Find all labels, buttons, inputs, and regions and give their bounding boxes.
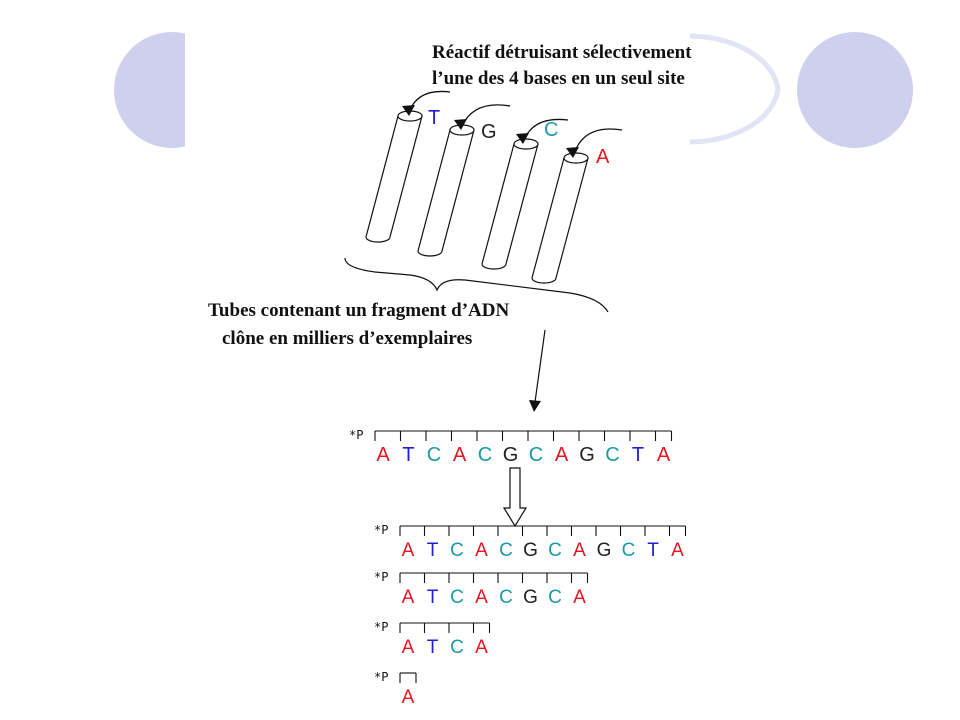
nucleotide: G xyxy=(579,444,595,466)
nucleotide: A xyxy=(573,587,586,608)
reagent-arrow xyxy=(454,104,511,130)
reagent-arrow xyxy=(566,128,623,158)
nucleotide: A xyxy=(402,687,415,708)
nucleotide: A xyxy=(376,444,390,466)
nucleotide: C xyxy=(548,587,562,608)
nucleotide: C xyxy=(499,540,513,561)
tube: C xyxy=(481,119,558,270)
nucleotide: C xyxy=(622,540,636,561)
tube-label: C xyxy=(544,119,558,141)
arrow-to-sequence xyxy=(534,329,546,403)
tube: A xyxy=(531,146,610,284)
nucleotide: A xyxy=(573,540,586,561)
reagent-arrow xyxy=(516,118,569,144)
tube: G xyxy=(417,121,497,257)
hollow-arrow xyxy=(502,467,528,528)
tubes-caption-line2: clône en milliers d’exemplaires xyxy=(222,328,472,349)
nucleotide: C xyxy=(450,587,464,608)
reagent-caption-line1: Réactif détruisant sélectivement xyxy=(432,42,692,63)
nucleotide: C xyxy=(450,637,464,658)
nucleotide: A xyxy=(657,444,671,466)
arrow-to-sequence-head xyxy=(529,400,541,412)
tube-label: A xyxy=(596,146,610,168)
reaction-tubes: T G C A xyxy=(365,107,610,284)
phosphate-label: *P xyxy=(374,620,388,634)
nucleotide: G xyxy=(523,587,538,608)
phosphate-label: *P xyxy=(374,523,388,537)
nucleotide: T xyxy=(427,587,439,608)
tubes-caption-line1: Tubes contenant un fragment d’ADN xyxy=(208,300,509,321)
ring-decor-icon xyxy=(689,33,781,145)
reagent-arrow xyxy=(402,90,451,116)
nucleotide: A xyxy=(475,540,488,561)
reagent-arrows xyxy=(402,90,623,158)
tube-label: G xyxy=(481,121,497,143)
nucleotide: C xyxy=(548,540,562,561)
nucleotide: A xyxy=(402,637,415,658)
nucleotide: A xyxy=(475,587,488,608)
phosphate-label: *P xyxy=(374,670,388,684)
nucleotide: C xyxy=(427,444,441,466)
nucleotide: G xyxy=(523,540,538,561)
nucleotide: C xyxy=(499,587,513,608)
nucleotide: A xyxy=(671,540,684,561)
nucleotide: A xyxy=(453,444,467,466)
reagent-caption-line2: l’une des 4 bases en un seul site xyxy=(432,68,685,89)
nucleotide: A xyxy=(475,637,488,658)
nucleotide: C xyxy=(450,540,464,561)
tubes-brace xyxy=(344,257,609,313)
phosphate-label: *P xyxy=(374,570,388,584)
tube: T xyxy=(365,107,440,243)
nucleotide: C xyxy=(605,444,619,466)
fragment-strand: *P A xyxy=(374,670,417,708)
nucleotide: C xyxy=(478,444,492,466)
nucleotide: C xyxy=(529,444,543,466)
nucleotide: A xyxy=(555,444,569,466)
nucleotide: T xyxy=(427,540,439,561)
nucleotide: G xyxy=(503,444,519,466)
nucleotide: A xyxy=(402,587,415,608)
nucleotide: A xyxy=(402,540,415,561)
nucleotide: T xyxy=(427,637,439,658)
header-mask xyxy=(185,30,685,148)
tube-label: T xyxy=(428,107,440,129)
circle-decor-icon xyxy=(797,32,913,148)
nucleotide: T xyxy=(632,444,644,466)
nucleotide: T xyxy=(647,540,659,561)
nucleotide: G xyxy=(597,540,612,561)
nucleotide: T xyxy=(402,444,414,466)
phosphate-label: *P xyxy=(349,428,363,442)
decorative-header xyxy=(114,30,913,148)
